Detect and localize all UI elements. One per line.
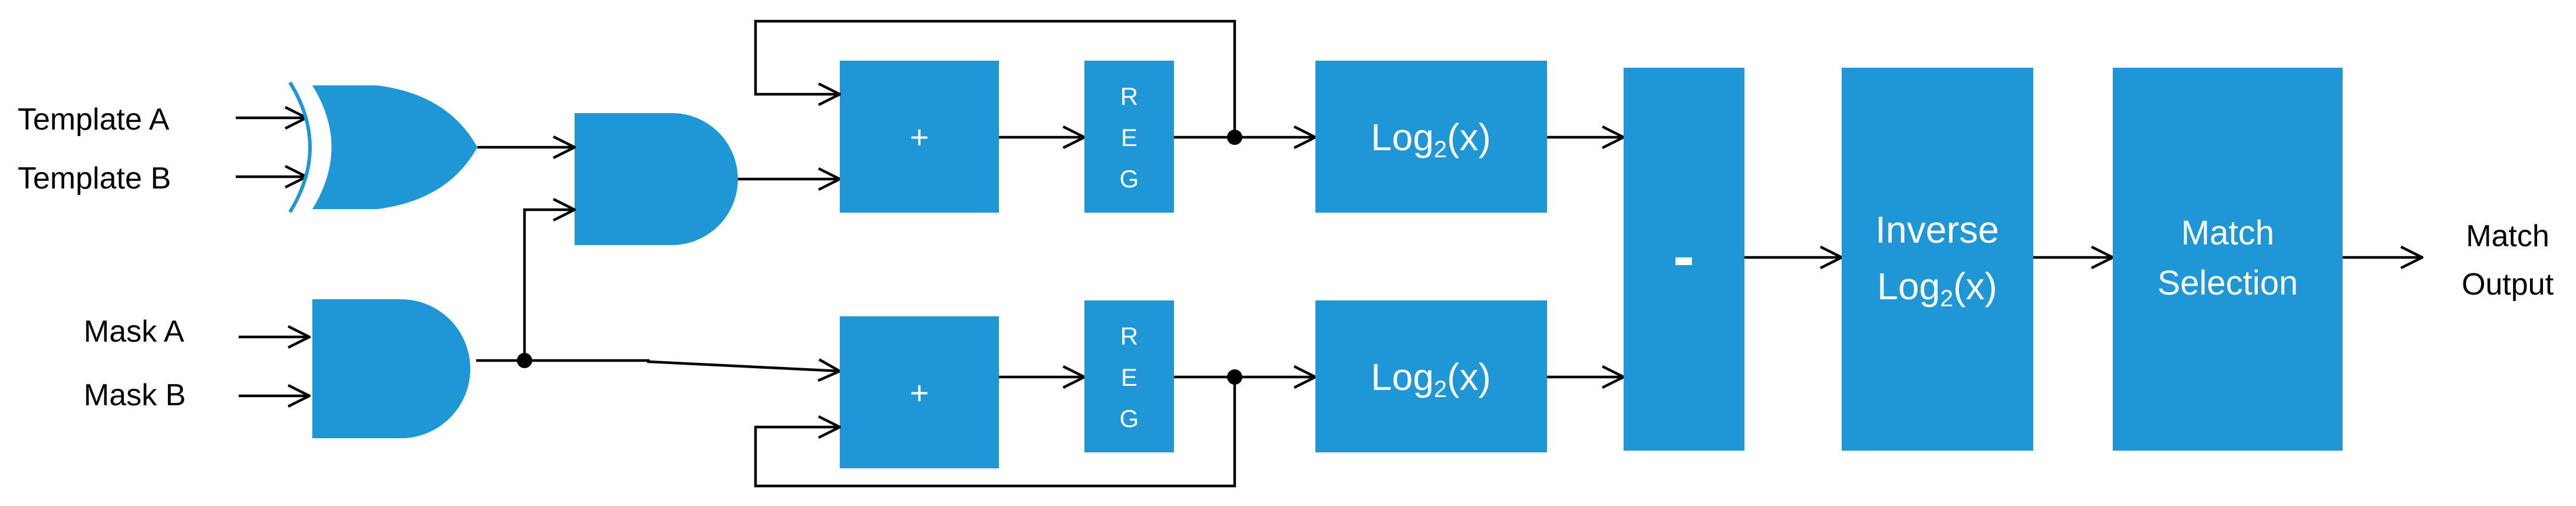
wire-mask-and-out (476, 361, 840, 371)
reg-letter-e-bottom: E (1121, 363, 1137, 391)
match-selection-label-2: Selection (2158, 264, 2298, 302)
wire-mask-and-branch (523, 210, 575, 361)
reg-letter-e-top: E (1121, 124, 1137, 151)
and-gate-icon (575, 113, 738, 245)
xor-gate-icon (288, 81, 477, 213)
match-selection-label-1: Match (2181, 214, 2274, 252)
adder-block-top (840, 61, 999, 213)
match-output-label-1: Match (2466, 219, 2549, 253)
register-block-bottom (1084, 300, 1174, 452)
template-a-label: Template A (18, 102, 170, 137)
subtractor-block (1624, 68, 1744, 451)
reg-letter-r-bottom: R (1120, 322, 1138, 350)
match-output-label-2: Output (2462, 267, 2554, 302)
feedback-loop-top (754, 19, 1236, 137)
inverse-log2-block (1842, 68, 2033, 451)
feedback-loop-bottom (754, 377, 1236, 488)
log2-block-bottom (1315, 300, 1547, 452)
junction-dot (517, 353, 532, 368)
reg-letter-r-top: R (1120, 82, 1138, 110)
junction-dot (1227, 130, 1242, 145)
and-gate-icon (312, 299, 470, 438)
mask-b-label: Mask B (84, 378, 186, 412)
template-b-label: Template B (18, 161, 171, 196)
adder-symbol-bottom: + (910, 374, 929, 411)
reg-letter-g-top: G (1120, 165, 1139, 193)
adder-block-bottom (840, 316, 999, 468)
adder-symbol-top: + (910, 118, 929, 156)
junction-dot (1227, 369, 1242, 385)
log2-block-top (1315, 61, 1547, 213)
reg-letter-g-bottom: G (1120, 405, 1139, 432)
log2-label-top: Log2(x) (1371, 116, 1491, 163)
register-block-top (1084, 61, 1174, 213)
mask-a-label: Mask A (84, 315, 184, 349)
inverse-log2-label: Log2(x) (1877, 265, 1997, 312)
subtract-symbol: - (1673, 220, 1695, 292)
inverse-label: Inverse (1875, 209, 1999, 251)
log2-label-bottom: Log2(x) (1371, 356, 1491, 402)
match-selection-block (2113, 68, 2343, 451)
